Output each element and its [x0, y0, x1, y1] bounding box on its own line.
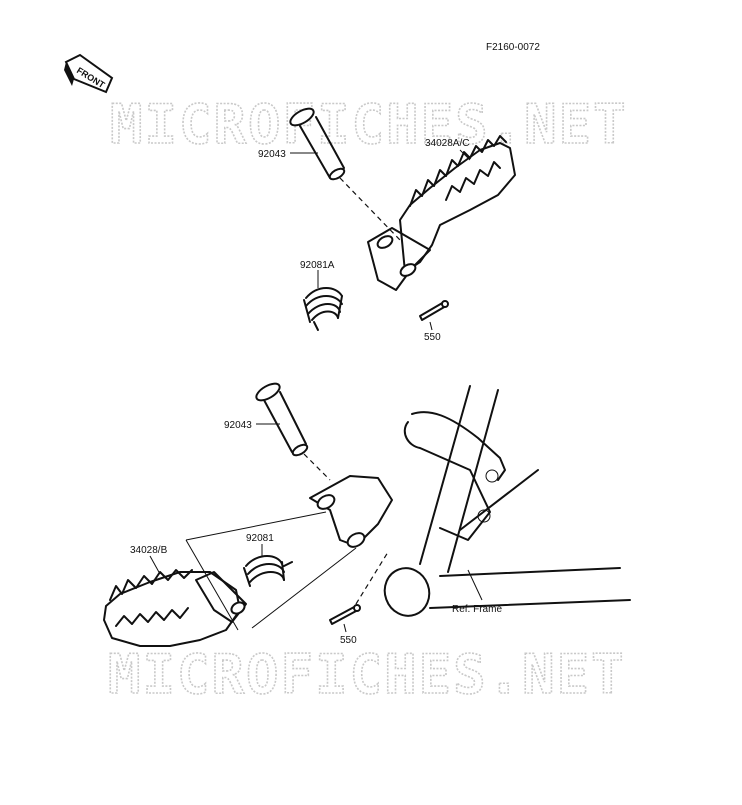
label-pin-upper: 92043 [258, 149, 286, 160]
frame [383, 385, 631, 617]
leader-footpeg-lower [149, 555, 161, 575]
watermark-top: MICROFICHES.NET [110, 93, 628, 156]
leader-cotter-lower [343, 623, 347, 633]
footpeg-lower [103, 569, 247, 647]
label-cotter-lower: 550 [340, 635, 357, 646]
spring-lower [243, 555, 293, 587]
footpeg-upper [367, 135, 516, 291]
pin-upper [289, 107, 346, 181]
label-spring-lower: 92081 [246, 533, 274, 544]
cotter-pin-lower [329, 604, 361, 625]
assembly-lines-lower [185, 511, 357, 631]
label-cotter-upper: 550 [424, 332, 441, 343]
label-ref-frame: Ref. Frame [452, 604, 502, 615]
bracket-lower [309, 475, 393, 548]
leader-cotter-upper [429, 321, 433, 331]
pin-lower [255, 382, 309, 457]
label-pin-lower: 92043 [224, 420, 252, 431]
spring-upper [303, 287, 343, 331]
leader-ref-frame [467, 569, 483, 601]
watermark-bottom: MICROFICHES.NET [108, 643, 626, 706]
pin-axis-lower [303, 453, 331, 481]
label-spring-upper: 92081A [300, 260, 335, 271]
front-arrow-icon: FRONT [64, 53, 114, 94]
diagram-code: F2160-0072 [486, 42, 540, 53]
cotter-axis-lower [355, 551, 389, 605]
label-footpeg-lower: 34028/B [130, 545, 168, 556]
leader-footpeg-upper [459, 149, 471, 161]
cotter-pin-upper [419, 300, 449, 321]
pin-axis-upper [339, 177, 401, 241]
label-footpeg-upper: 34028A/C [425, 138, 469, 149]
